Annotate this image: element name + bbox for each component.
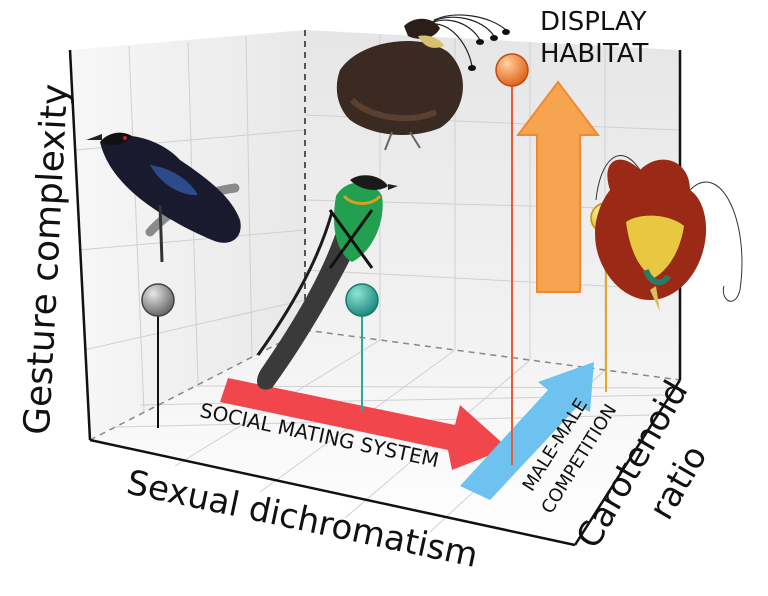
y-axis-label: Gesture complexity — [17, 83, 76, 436]
pin-gray-head — [141, 283, 175, 317]
black-bird-icon — [86, 132, 241, 263]
display-label-line1: DISPLAY — [540, 7, 647, 37]
left-wall — [70, 30, 305, 440]
display-label-line2: HABITAT — [540, 39, 648, 69]
competition-arrow-shape — [460, 362, 594, 500]
green-longtail-bird-icon — [256, 175, 398, 390]
pin-gray — [141, 283, 175, 428]
pin-teal — [345, 283, 379, 412]
crested-bird-icon — [336, 14, 510, 151]
pin-orange-head — [495, 53, 529, 87]
social-arrow-shape — [220, 378, 508, 470]
pin-orange — [495, 53, 529, 465]
display-arrow-shape — [515, 80, 601, 293]
axis-lines — [68, 49, 682, 547]
pin-teal-head — [345, 283, 379, 317]
display-habitat-arrow: DISPLAY HABITAT — [515, 7, 648, 293]
red-plumed-bird-icon — [595, 155, 743, 312]
